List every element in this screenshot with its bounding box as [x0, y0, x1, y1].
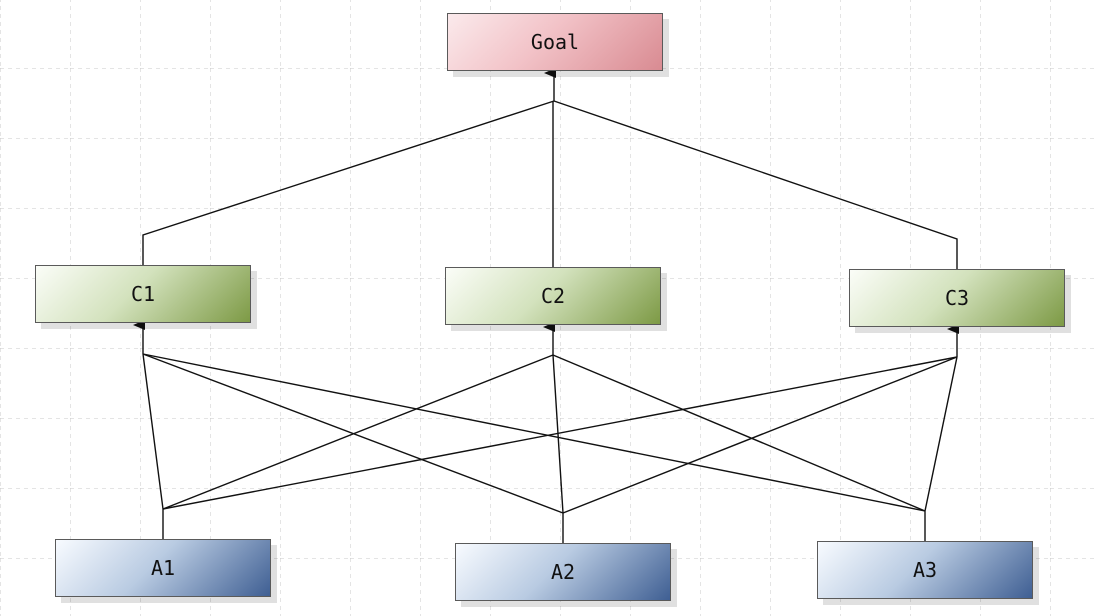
edge-a2-c1 — [142, 353, 564, 514]
node-alternative-label: A3 — [912, 558, 938, 582]
node-criterion-label: C2 — [540, 284, 566, 308]
node-criterion-c1[interactable]: C1 — [35, 265, 251, 323]
node-alternative-label: A2 — [550, 560, 576, 584]
node-criterion-c2[interactable]: C2 — [445, 267, 661, 325]
edges-alternatives-to-criteria — [133, 320, 959, 543]
edge-a2-c3 — [562, 356, 958, 514]
edge-a3-c1 — [142, 353, 926, 512]
edge-a2-c2 — [552, 354, 564, 543]
node-goal[interactable]: Goal — [447, 13, 663, 71]
edge-a1-c3 — [162, 356, 958, 510]
node-goal-label: Goal — [530, 30, 580, 54]
edge-a1-c1 — [142, 353, 164, 539]
edge-c1-goal — [142, 100, 555, 265]
node-criterion-label: C1 — [130, 282, 156, 306]
node-alternative-a3[interactable]: A3 — [817, 541, 1033, 599]
node-criterion-c3[interactable]: C3 — [849, 269, 1065, 327]
edges-criteria-to-goal — [142, 68, 958, 269]
edge-a3-c3 — [924, 356, 958, 541]
node-alternative-a2[interactable]: A2 — [455, 543, 671, 601]
node-criterion-label: C3 — [944, 286, 970, 310]
edge-a3-c2 — [552, 354, 926, 512]
edge-a1-c2 — [162, 354, 554, 510]
node-alternative-a1[interactable]: A1 — [55, 539, 271, 597]
edge-c3-goal — [553, 100, 958, 269]
node-alternative-label: A1 — [150, 556, 176, 580]
